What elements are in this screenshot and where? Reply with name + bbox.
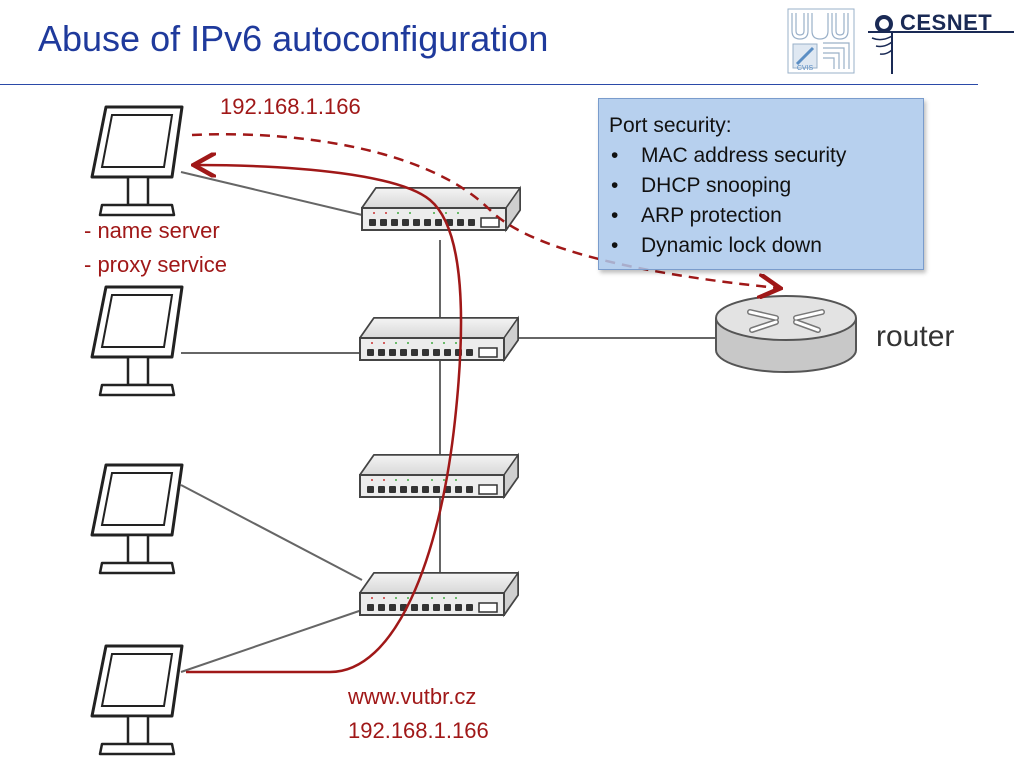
switch-4 — [359, 572, 519, 616]
callout-item-text: MAC address security — [641, 144, 847, 167]
bullet-icon: • — [611, 144, 619, 167]
computer-attacker — [90, 105, 184, 217]
callout-item: • Dynamic lock down — [609, 231, 913, 261]
callout-item-text: Dynamic lock down — [641, 234, 822, 257]
victim-ip-label: 192.168.1.166 — [348, 718, 489, 743]
switch-1 — [361, 187, 521, 231]
spoofed-traffic-path — [191, 133, 778, 288]
cesnet-logo — [868, 15, 1014, 74]
callout-item-text: DHCP snooping — [641, 174, 792, 197]
bullet-icon: • — [611, 174, 619, 197]
computer-victim — [90, 644, 184, 756]
victim-host-label: www.vutbr.cz — [348, 684, 477, 709]
callout-list: • MAC address security • DHCP snooping • AR… — [609, 141, 913, 261]
computer-2 — [90, 285, 184, 397]
router-label: router — [876, 320, 955, 353]
callout-item-text: ARP protection — [641, 204, 782, 227]
callout-item: • ARP protection — [609, 201, 913, 231]
title-divider — [0, 84, 978, 85]
link-lines — [180, 171, 718, 673]
switch-3 — [359, 454, 519, 498]
port-security-callout: Port security: • MAC address security • DH… — [598, 98, 924, 270]
callout-heading: Port security: — [609, 114, 732, 137]
name-server-label: - name server — [84, 218, 220, 243]
cvis-logo: CVIS — [787, 8, 855, 74]
switch-2 — [359, 317, 519, 361]
slide-title: Abuse of IPv6 autoconfiguration — [38, 18, 549, 59]
bullet-icon: • — [611, 234, 619, 257]
proxy-service-label: - proxy service — [84, 252, 228, 277]
attacker-ip-label: 192.168.1.166 — [220, 94, 361, 119]
callout-item: • MAC address security — [609, 141, 913, 171]
router-icon — [715, 295, 857, 373]
bullet-icon: • — [611, 204, 619, 227]
redirected-traffic-path — [186, 165, 463, 674]
callout-item: • DHCP snooping — [609, 171, 913, 201]
computer-3 — [90, 463, 184, 575]
cvis-logo-text: CVIS — [797, 65, 814, 72]
cesnet-logo-text: CESNET — [900, 10, 993, 35]
